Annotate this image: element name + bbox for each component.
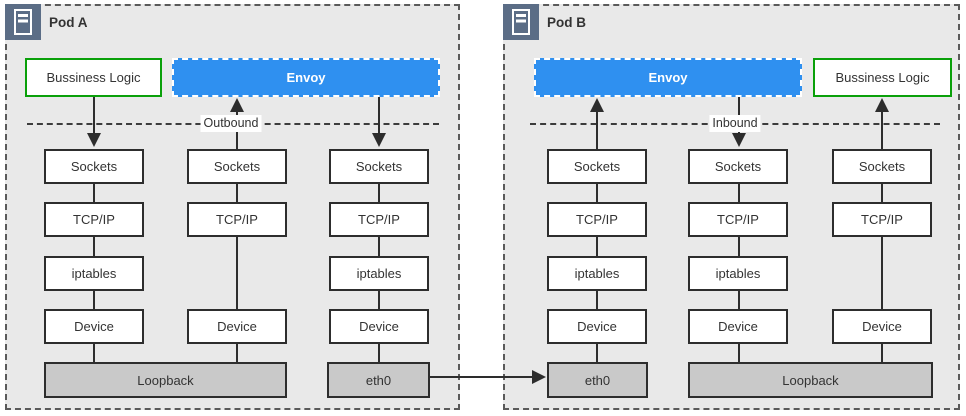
connector-line — [881, 237, 883, 309]
arrow-up-icon — [590, 98, 604, 112]
stack-node-device: Device — [329, 309, 429, 344]
arrow-up-icon — [875, 98, 889, 112]
stack-node-tcpip: TCP/IP — [329, 202, 429, 237]
stack-node-device: Device — [547, 309, 647, 344]
inter-pod-connector-line — [428, 376, 534, 378]
stack-node-sockets: Sockets — [44, 149, 144, 184]
pod-a-container: Pod A Bussiness Logic Envoy Outbound Soc… — [5, 4, 460, 410]
eth0-node: eth0 — [547, 362, 648, 398]
stack-node-iptables: iptables — [688, 256, 788, 291]
connector-line — [596, 344, 598, 362]
pod-a-title: Pod A — [49, 15, 88, 30]
connector-line — [236, 237, 238, 309]
arrow-right-icon — [532, 370, 546, 384]
connector-line — [738, 184, 740, 202]
server-icon — [503, 4, 539, 40]
stack-node-device: Device — [688, 309, 788, 344]
connector-line — [596, 237, 598, 256]
connector-line — [738, 291, 740, 309]
connector-line — [93, 97, 95, 133]
stack-node-device: Device — [832, 309, 932, 344]
connector-line — [881, 184, 883, 202]
stack-node-device: Device — [187, 309, 287, 344]
loopback-node: Loopback — [688, 362, 933, 398]
outbound-label: Outbound — [200, 115, 262, 132]
connector-line — [378, 291, 380, 309]
connector-line — [881, 112, 883, 149]
stack-node-tcpip: TCP/IP — [44, 202, 144, 237]
connector-line — [93, 344, 95, 362]
pod-b-title: Pod B — [547, 15, 586, 30]
inbound-label: Inbound — [709, 115, 761, 132]
stack-node-iptables: iptables — [329, 256, 429, 291]
connector-line — [378, 97, 380, 133]
arrow-down-icon — [372, 133, 386, 147]
connector-line — [93, 291, 95, 309]
stack-node-tcpip: TCP/IP — [187, 202, 287, 237]
pod-b-container: Pod B Envoy Bussiness Logic Inbound Sock… — [503, 4, 960, 410]
connector-line — [596, 112, 598, 149]
stack-node-sockets: Sockets — [547, 149, 647, 184]
connector-line — [881, 344, 883, 362]
stack-node-device: Device — [44, 309, 144, 344]
arrow-down-icon — [87, 133, 101, 147]
connector-line — [378, 237, 380, 256]
envoy-node: Envoy — [172, 58, 440, 97]
stack-node-sockets: Sockets — [187, 149, 287, 184]
stack-node-sockets: Sockets — [329, 149, 429, 184]
server-icon — [5, 4, 41, 40]
connector-line — [738, 344, 740, 362]
arrow-down-icon — [732, 133, 746, 147]
stack-node-tcpip: TCP/IP — [832, 202, 932, 237]
business-logic-node: Bussiness Logic — [813, 58, 952, 97]
stack-node-tcpip: TCP/IP — [688, 202, 788, 237]
eth0-node: eth0 — [327, 362, 430, 398]
connector-line — [236, 344, 238, 362]
connector-line — [236, 184, 238, 202]
business-logic-node: Bussiness Logic — [25, 58, 162, 97]
arrow-up-icon — [230, 98, 244, 112]
loopback-node: Loopback — [44, 362, 287, 398]
connector-line — [596, 184, 598, 202]
stack-node-sockets: Sockets — [688, 149, 788, 184]
stack-node-sockets: Sockets — [832, 149, 932, 184]
stack-node-iptables: iptables — [44, 256, 144, 291]
connector-line — [93, 184, 95, 202]
stack-node-iptables: iptables — [547, 256, 647, 291]
stack-node-tcpip: TCP/IP — [547, 202, 647, 237]
connector-line — [738, 237, 740, 256]
connector-line — [378, 344, 380, 362]
connector-line — [378, 184, 380, 202]
connector-line — [596, 291, 598, 309]
connector-line — [93, 237, 95, 256]
envoy-node: Envoy — [534, 58, 802, 97]
